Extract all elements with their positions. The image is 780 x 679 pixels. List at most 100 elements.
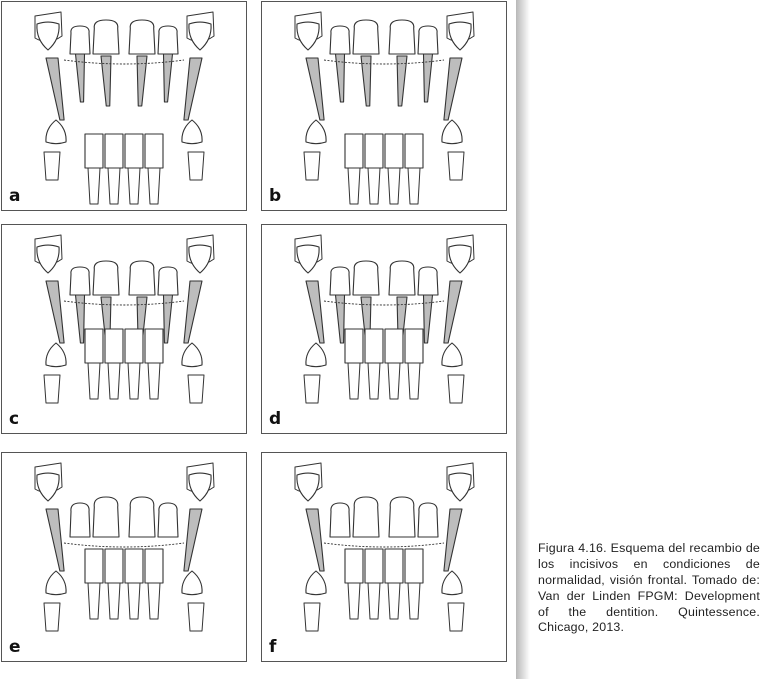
lower-incisor-root--3 [87, 582, 101, 620]
lower-incisor-root-1 [127, 582, 141, 620]
upper-canine-crown-left [36, 244, 60, 274]
lower-incisor-root--1 [107, 167, 121, 205]
figure-caption: Figura 4.16. Esquema del recambio de los… [538, 541, 760, 635]
lower-incisor-crown-3 [404, 548, 424, 584]
upper-central-incisor-left [352, 19, 380, 55]
upper-canine-root-right [443, 280, 463, 344]
upper-canine-crown-left [296, 472, 320, 502]
lower-canine-root-left [43, 602, 61, 632]
panel-d: d [261, 224, 507, 434]
upper-central-incisor-left [352, 496, 380, 538]
occlusal-line [63, 542, 185, 548]
panel-a: a [1, 1, 247, 211]
lower-incisor-root--3 [347, 362, 361, 400]
lower-incisor-root--1 [107, 582, 121, 620]
upper-lateral-incisor-right [417, 502, 439, 538]
upper-lateral-incisor-left [329, 502, 351, 538]
upper-canine-crown-left [296, 244, 320, 274]
upper-canine-root-left [45, 280, 65, 344]
dental-figure: a b c d e f [1, 1, 507, 662]
lower-incisor-crown-1 [124, 548, 144, 584]
upper-primary-lateral-root-right [162, 294, 174, 344]
lower-canine-right [441, 119, 463, 145]
lower-incisor-root-1 [127, 362, 141, 400]
upper-primary-lateral-root-left [74, 294, 86, 344]
lower-canine-root-right [447, 151, 465, 181]
lower-incisor-crown--3 [84, 548, 104, 584]
upper-primary-lateral-root-left [334, 53, 346, 103]
lower-canine-right [181, 119, 203, 145]
lower-incisor-root--1 [107, 362, 121, 400]
upper-central-incisor-right [388, 19, 416, 55]
panel-label-f: f [269, 637, 277, 657]
upper-primary-lateral-root-left [334, 294, 346, 344]
lower-incisor-crown-1 [124, 133, 144, 169]
lower-incisor-crown--3 [344, 328, 364, 364]
upper-central-incisor-right [388, 260, 416, 296]
occlusal-line [323, 300, 445, 306]
upper-canine-crown-right [448, 21, 472, 51]
upper-canine-root-left [305, 508, 325, 572]
lower-canine-left [45, 342, 67, 368]
lower-canine-root-left [303, 151, 321, 181]
lower-incisor-crown--3 [84, 328, 104, 364]
lower-incisor-crown-1 [124, 328, 144, 364]
lower-incisor-root--3 [87, 362, 101, 400]
lower-canine-left [305, 570, 327, 596]
lower-incisor-crown--1 [364, 133, 384, 169]
upper-central-incisor-right [128, 19, 156, 55]
upper-lateral-incisor-left [329, 266, 351, 296]
lower-incisor-root--1 [367, 582, 381, 620]
figure-shadow [516, 0, 530, 679]
lower-incisor-root-3 [407, 167, 421, 205]
panel-b: b [261, 1, 507, 211]
upper-primary-root-left [360, 55, 372, 107]
lower-canine-left [305, 342, 327, 368]
panel-f: f [261, 452, 507, 662]
upper-canine-root-right [443, 508, 463, 572]
dentition-diagram-e [34, 462, 215, 632]
dentition-diagram-f [294, 462, 475, 632]
lower-incisor-root-1 [127, 167, 141, 205]
occlusal-line [63, 59, 185, 65]
lower-incisor-root-3 [147, 362, 161, 400]
lower-incisor-crown--1 [104, 133, 124, 169]
upper-primary-lateral-root-right [162, 53, 174, 103]
upper-canine-root-right [443, 57, 463, 121]
occlusal-line [323, 542, 445, 548]
lower-incisor-crown-3 [144, 328, 164, 364]
upper-primary-lateral-root-right [422, 294, 434, 344]
upper-canine-crown-left [296, 21, 320, 51]
upper-primary-lateral-root-right [422, 53, 434, 103]
lower-incisor-root-1 [387, 362, 401, 400]
panel-label-b: b [269, 186, 282, 206]
dentition-diagram-d [294, 234, 475, 404]
lower-canine-left [45, 570, 67, 596]
lower-canine-root-left [43, 374, 61, 404]
upper-primary-root-left [100, 55, 112, 107]
lower-canine-left [305, 119, 327, 145]
lower-canine-root-right [447, 602, 465, 632]
lower-incisor-crown-3 [144, 133, 164, 169]
upper-canine-crown-right [188, 472, 212, 502]
upper-canine-crown-right [188, 244, 212, 274]
upper-canine-root-left [305, 57, 325, 121]
upper-canine-crown-right [448, 472, 472, 502]
lower-canine-right [441, 570, 463, 596]
upper-central-incisor-right [128, 496, 156, 538]
lower-canine-root-right [187, 374, 205, 404]
upper-central-incisor-right [128, 260, 156, 296]
lower-canine-root-right [187, 602, 205, 632]
lower-canine-right [181, 570, 203, 596]
occlusal-line [63, 300, 185, 306]
lower-incisor-crown-1 [384, 328, 404, 364]
lower-incisor-root-3 [147, 167, 161, 205]
lower-incisor-crown--1 [364, 548, 384, 584]
upper-lateral-incisor-left [329, 25, 351, 55]
upper-lateral-incisor-right [157, 25, 179, 55]
upper-canine-crown-left [36, 21, 60, 51]
lower-canine-root-right [187, 151, 205, 181]
panel-e: e [1, 452, 247, 662]
lower-incisor-root--3 [87, 167, 101, 205]
lower-canine-left [45, 119, 67, 145]
